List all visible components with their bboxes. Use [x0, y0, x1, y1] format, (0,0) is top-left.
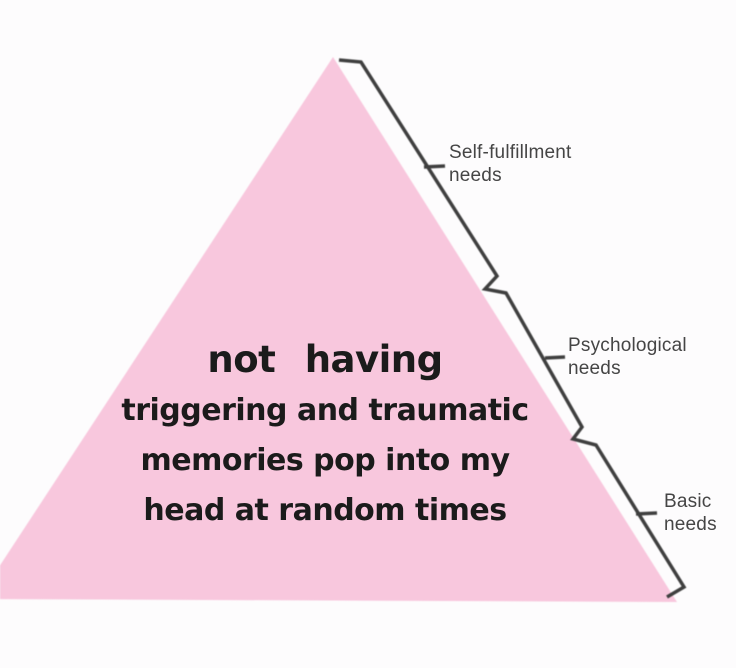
label-psychological-needs: Psychological needs: [568, 335, 687, 379]
pyramid-caption: not having triggering and traumatic memo…: [55, 334, 595, 536]
caption-line-emphasis: not having: [207, 338, 443, 381]
bracket-ticks-icon: [423, 164, 658, 516]
caption-line: triggering and traumatic: [121, 393, 529, 428]
bracket-line: [338, 58, 687, 599]
label-basic-needs: Basic needs: [664, 491, 717, 535]
pyramid-shape: [0, 57, 677, 602]
caption-line: head at random times: [143, 493, 507, 528]
label-self-fulfillment-needs: Self-fulfillment needs: [449, 142, 572, 186]
caption-line: memories pop into my: [140, 443, 510, 478]
